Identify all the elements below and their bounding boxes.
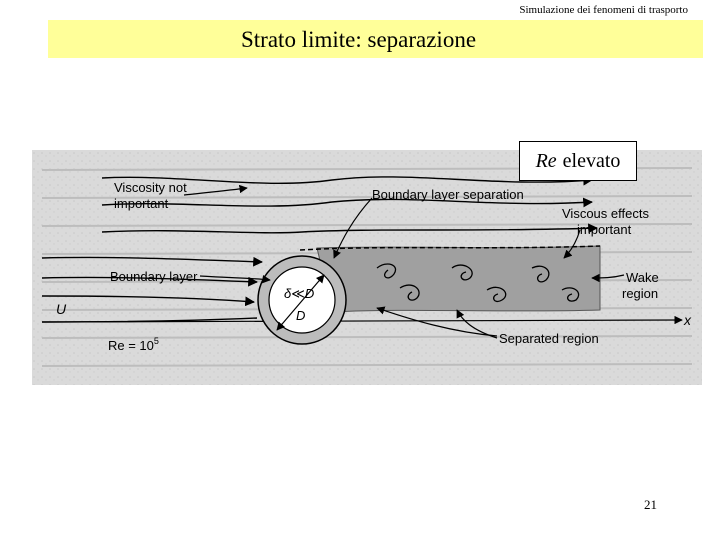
label-wake: Wake <box>626 270 659 285</box>
label-wake-region: region <box>622 286 658 301</box>
label-viscosity-not: Viscosity not <box>114 180 187 195</box>
streamlines <box>41 175 598 323</box>
title-band <box>48 20 703 58</box>
label-boundary-layer: Boundary layer <box>110 269 198 284</box>
wake-eddies <box>376 263 580 303</box>
wake-region <box>316 245 601 313</box>
label-delta-relation: δ≪D <box>284 286 314 301</box>
reynolds-symbol: Re <box>535 149 557 172</box>
label-viscous-important: important <box>577 222 632 237</box>
label-separated-region: Separated region <box>499 331 599 346</box>
label-reynolds-exponent: 5 <box>154 336 159 346</box>
wake-boundary-dashed <box>299 245 601 251</box>
diameter-arrow <box>276 274 325 331</box>
label-diameter: D <box>296 308 305 323</box>
label-arrows <box>183 184 625 339</box>
reynolds-callout-box: Re elevato <box>519 141 637 181</box>
header-note: Simulazione dei fenomeni di trasporto <box>519 4 688 16</box>
label-viscosity-important: important <box>114 196 169 211</box>
label-boundary-separation: Boundary layer separation <box>372 187 524 202</box>
label-viscous-effects: Viscous effects <box>562 206 649 221</box>
label-x: x <box>683 312 692 328</box>
label-reynolds: Re = 105 <box>108 336 159 353</box>
boundary-layer-diagram: Viscosity not important Boundary layer s… <box>32 150 702 385</box>
label-u: U <box>56 301 67 317</box>
page-number: 21 <box>644 497 657 512</box>
x-axis-line <box>41 315 683 325</box>
label-reynolds-base: Re = 10 <box>108 338 154 353</box>
slide-title: Strato limite: separazione <box>241 27 477 52</box>
reynolds-label: elevato <box>562 149 621 172</box>
